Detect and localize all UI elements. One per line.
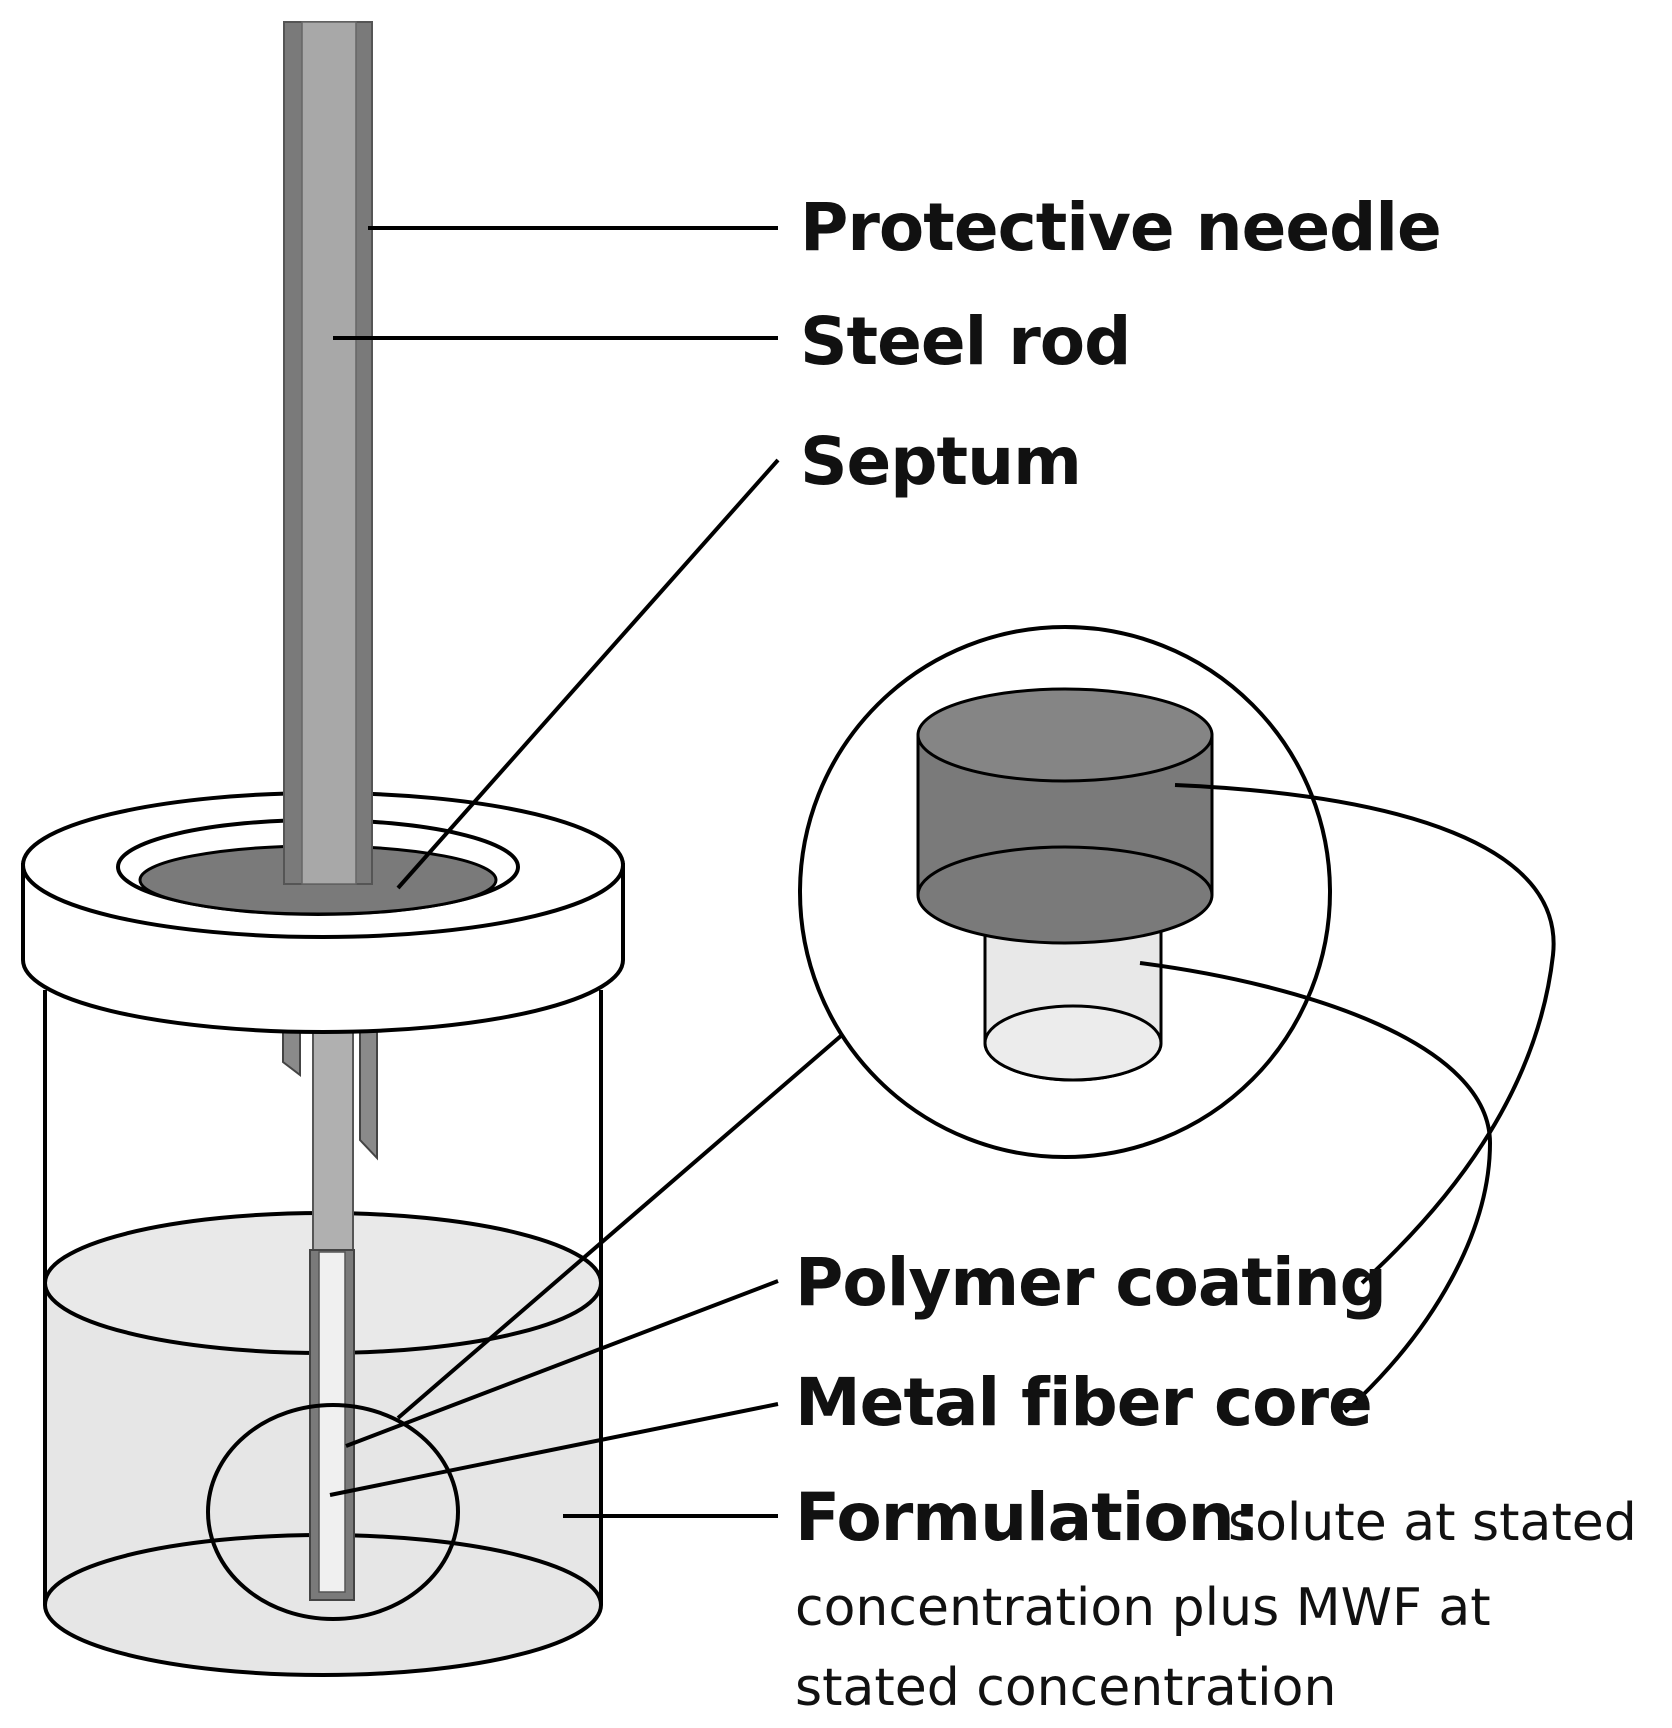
steel-rod xyxy=(301,21,357,885)
label-protective-needle: Protective needle xyxy=(800,189,1441,266)
detail-polymer-coating-edge xyxy=(916,845,1214,896)
magnified-detail xyxy=(396,625,1332,1420)
leader-septum xyxy=(396,458,780,890)
label-formulation-desc-3: stated concentration xyxy=(795,1658,1336,1718)
detail-polymer-coating-top xyxy=(916,687,1214,783)
detail-polymer-coating xyxy=(916,733,1214,945)
leader-metal-fiber-core xyxy=(329,1402,779,1497)
label-formulation: Formulation: xyxy=(795,1479,1259,1556)
needle-assembly xyxy=(283,21,373,885)
label-metal-fiber-core: Metal fiber core xyxy=(795,1364,1372,1441)
leader-detail-polymer xyxy=(1174,783,1556,1285)
needle-tip-right xyxy=(359,1029,378,1161)
label-septum: Septum xyxy=(800,423,1081,500)
label-steel-rod: Steel rod xyxy=(800,303,1130,380)
fiber-core xyxy=(318,1251,346,1593)
label-polymer-coating: Polymer coating xyxy=(795,1244,1386,1321)
leader-detail-core xyxy=(1139,961,1493,1414)
leader-lines xyxy=(329,226,1556,1518)
steel-rod-lower xyxy=(312,1029,354,1253)
detail-connector xyxy=(396,1033,844,1420)
leader-polymer-coating xyxy=(345,1279,779,1448)
detail-circle-small xyxy=(206,1403,460,1621)
needle-tip-left xyxy=(282,1029,301,1078)
labels: Protective needle Steel rod Septum Polym… xyxy=(795,189,1637,1718)
label-formulation-desc-2: concentration plus MWF at xyxy=(795,1578,1491,1638)
label-formulation-desc-1: solute at stated xyxy=(1228,1493,1637,1553)
detail-fiber-core-end xyxy=(983,1004,1163,1082)
